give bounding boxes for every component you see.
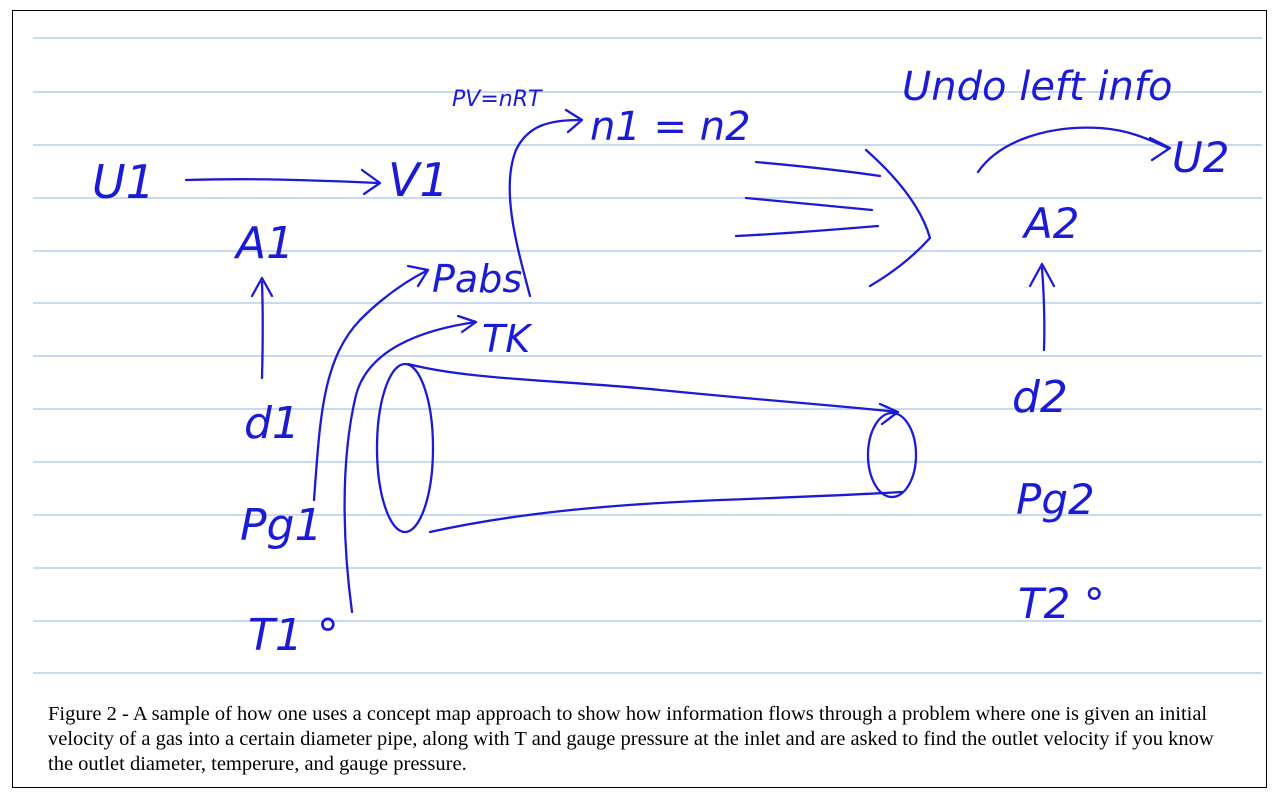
arrow-d2-to-a2: [1040, 266, 1046, 352]
implies-arrow-line-3: [734, 224, 880, 238]
arrow-head: [360, 168, 382, 196]
implies-arrow-head: [864, 148, 932, 288]
arrow-head: [878, 402, 900, 426]
pipe-outlet-ellipse: [866, 411, 918, 499]
label-v1: V1: [388, 153, 449, 207]
arrow-d1-to-a1: [260, 280, 264, 380]
arrow-head: [250, 276, 274, 298]
handwritten-labels: U1 V1 A1 d1 Pg1 T1 ° PV=nRT n1 = n2 Pabs…: [92, 64, 1229, 661]
label-a1: A1: [233, 218, 294, 269]
arrow-head: [564, 108, 584, 134]
label-a2: A2: [1021, 199, 1079, 248]
label-d2: d2: [1012, 372, 1068, 423]
label-u2: U2: [1172, 133, 1229, 182]
pipe-inlet-ellipse: [375, 362, 435, 534]
arrow-undo-to-u2: [976, 126, 1170, 174]
label-u1: U1: [92, 155, 155, 209]
arrow-u1-to-v1: [184, 178, 380, 185]
pipe-bottom-wall: [428, 490, 904, 534]
label-n-relation: n1 = n2: [590, 104, 751, 150]
pipe-top-wall: [406, 362, 900, 414]
arrow-to-n-relation: [508, 118, 582, 298]
arrow-pg1-to-pabs: [312, 268, 430, 502]
label-t1: T1 °: [248, 610, 339, 661]
figure-frame: [12, 10, 1267, 788]
arrow-head: [406, 264, 430, 288]
label-p-abs: Pabs: [432, 257, 522, 301]
arrow-head: [1028, 262, 1056, 288]
label-pg1: Pg1: [240, 500, 322, 551]
arrow-t1-to-tk: [343, 320, 478, 614]
arrow-head: [1148, 136, 1172, 162]
pen-strokes: [184, 108, 1172, 614]
implies-arrow-line-1: [754, 160, 882, 178]
label-undo: Undo left info: [902, 64, 1172, 110]
label-pg2: Pg2: [1016, 475, 1095, 524]
arrow-head: [456, 314, 478, 334]
figure-caption: Figure 2 - A sample of how one uses a co…: [48, 703, 1214, 775]
label-d1: d1: [244, 398, 300, 449]
label-t2: T2 °: [1018, 579, 1105, 628]
label-t-k: TK: [482, 317, 533, 361]
implies-arrow-line-2: [744, 196, 874, 212]
ruled-lines: [33, 37, 1262, 674]
label-ideal-gas: PV=nRT: [452, 87, 543, 112]
